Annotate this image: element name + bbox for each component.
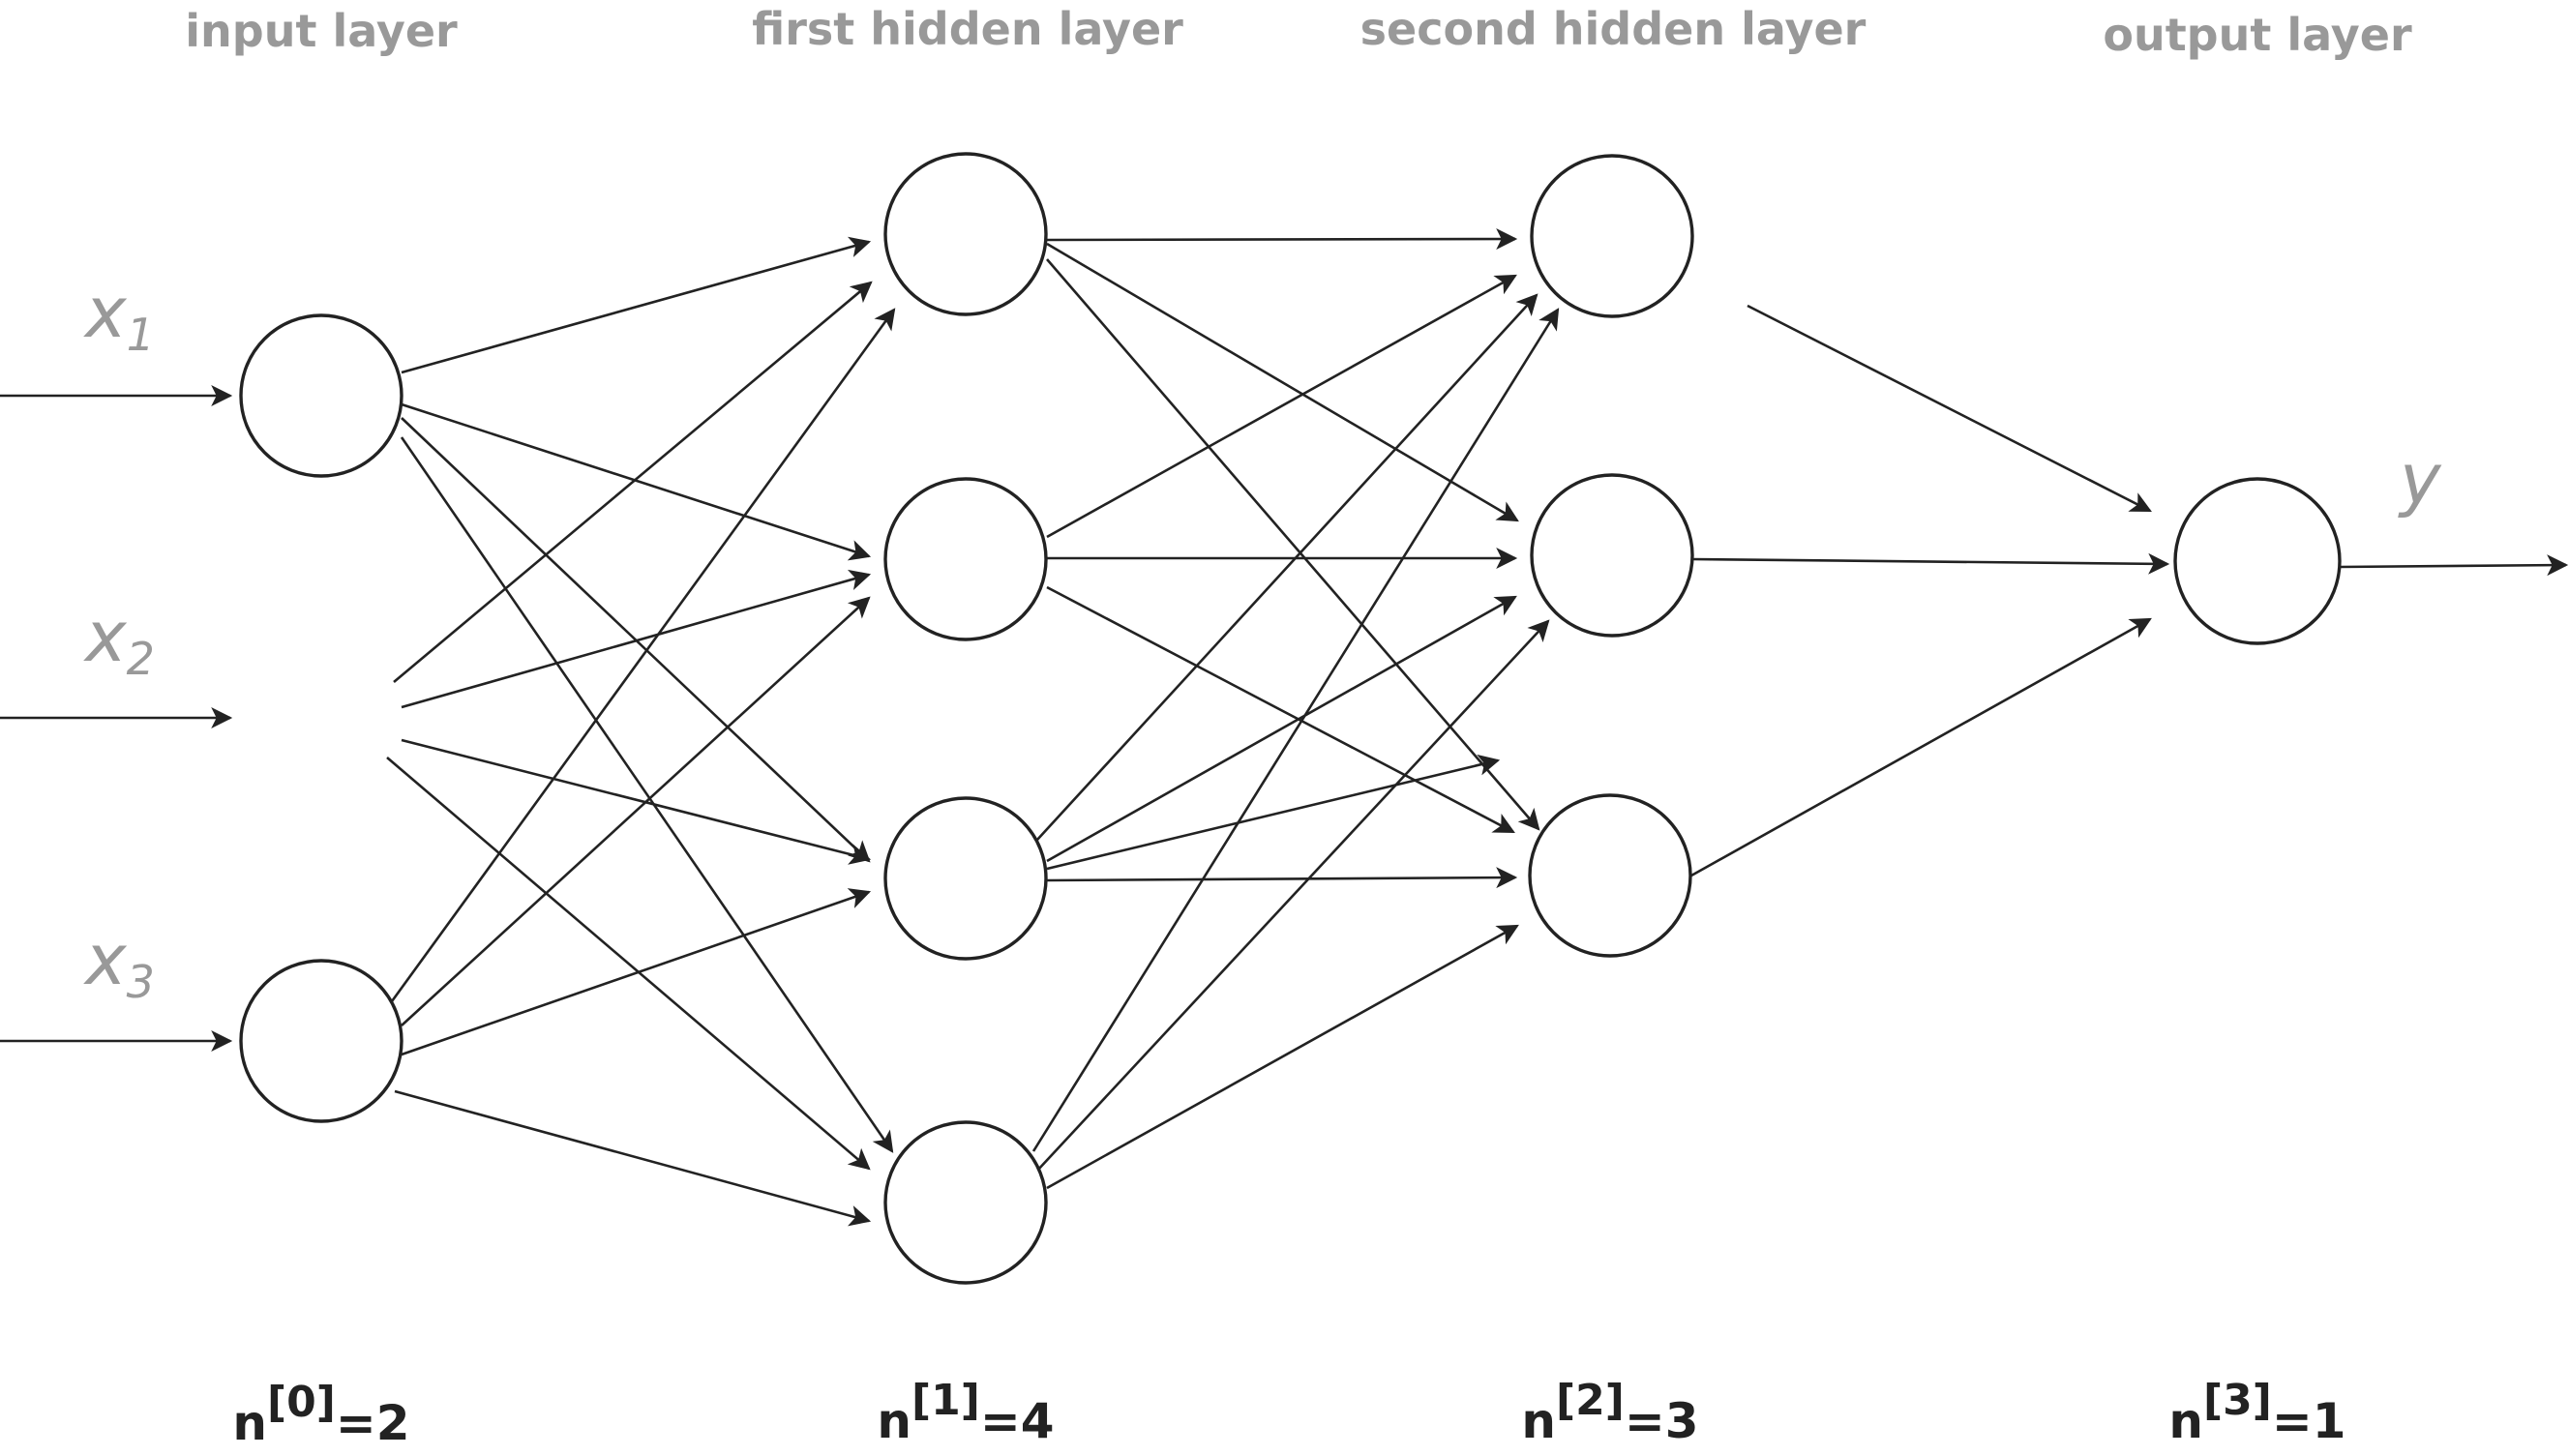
node-input-2 <box>239 959 403 1123</box>
edge <box>1046 242 1519 522</box>
edge <box>401 417 871 863</box>
edge <box>1046 228 1518 251</box>
node-hidden2-2 <box>1530 473 1694 638</box>
node-hidden1-1 <box>883 152 1048 316</box>
edge <box>1036 293 1538 841</box>
layer-title-output: output layer <box>2103 9 2412 61</box>
edge <box>1046 924 1519 1190</box>
input-label-x2: x2 <box>83 596 155 685</box>
edge <box>1747 304 2152 513</box>
edge <box>394 1089 872 1227</box>
layer-count-output: n[3]=1 <box>2168 1376 2345 1449</box>
edge <box>401 738 872 865</box>
output-arrow-y <box>2339 554 2569 577</box>
edge <box>401 236 872 374</box>
edges-hidden1-to-hidden2 <box>1031 228 1560 1190</box>
edge <box>1690 617 2152 877</box>
edge <box>1036 619 1550 1172</box>
edge <box>1046 585 1515 834</box>
edges-input-to-hidden1 <box>386 236 896 1227</box>
edge <box>401 888 872 1056</box>
edge <box>1690 552 2170 575</box>
node-hidden1-2 <box>883 477 1048 641</box>
edge <box>1046 867 1518 889</box>
edge <box>393 281 873 683</box>
layer-count-input: n[0]=2 <box>232 1378 409 1451</box>
node-hidden2-1 <box>1530 154 1694 318</box>
edge <box>1046 274 1517 539</box>
node-hidden1-4 <box>883 1120 1048 1285</box>
edge <box>1031 308 1560 1152</box>
node-hidden2-3 <box>1528 793 1692 958</box>
layer-title-input: input layer <box>185 5 458 57</box>
edge <box>1046 754 1501 871</box>
node-input-1 <box>239 313 403 478</box>
node-output-1 <box>2173 477 2342 645</box>
layer-count-second-hidden: n[2]=3 <box>1521 1376 1698 1449</box>
layer-count-first-hidden: n[1]=4 <box>877 1376 1054 1449</box>
edge <box>401 596 871 1026</box>
edge <box>401 569 872 709</box>
output-label-y: y <box>2398 438 2442 520</box>
edge <box>400 436 894 1153</box>
layer-title-second-hidden: second hidden layer <box>1360 3 1867 55</box>
edge <box>1046 595 1517 863</box>
edge <box>386 757 871 1171</box>
layer-title-first-hidden: first hidden layer <box>752 3 1183 55</box>
input-label-x3: x3 <box>83 919 155 1008</box>
edges-hidden2-to-output <box>1690 304 2170 877</box>
edge <box>1046 258 1540 831</box>
edge <box>390 308 896 1002</box>
input-label-x1: x1 <box>83 272 155 361</box>
node-hidden1-3 <box>883 796 1048 961</box>
